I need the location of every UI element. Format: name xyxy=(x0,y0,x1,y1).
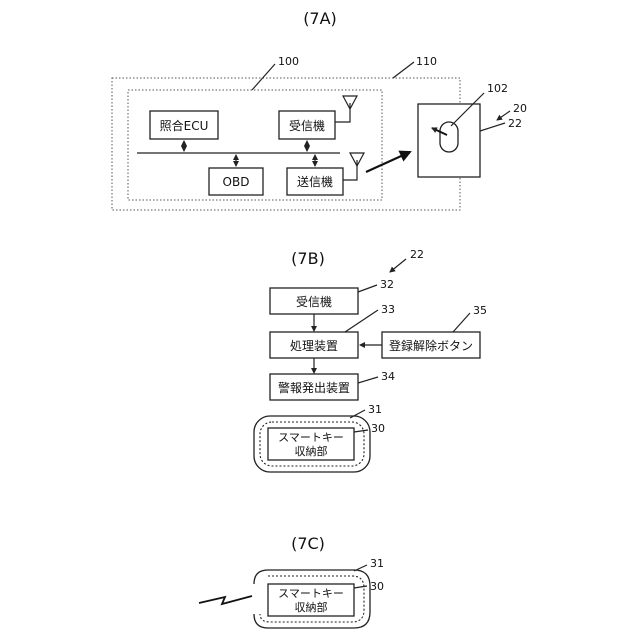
ref-33: 33 xyxy=(381,303,395,316)
signal-lightning-icon xyxy=(199,596,252,604)
ref-22b: 22 xyxy=(410,248,424,261)
ref-34: 34 xyxy=(381,370,395,383)
storage-case-31-open-lip xyxy=(254,570,268,584)
alarm-device-34-label: 警報発出装置 xyxy=(278,380,350,395)
figure-7c-label: (7C) xyxy=(291,534,325,553)
ref-110: 110 xyxy=(416,55,437,68)
obd-label: OBD xyxy=(223,175,250,189)
figure-7a: (7A) 100 110 照合ECU 受信機 OBD 送信機 xyxy=(112,9,527,210)
transmission-arrow xyxy=(366,152,410,172)
ref-31b: 31 xyxy=(368,403,382,416)
figure-7c: (7C) スマートキー 収納部 31 30 xyxy=(199,534,384,628)
ref-20: 20 xyxy=(513,102,527,115)
unregister-button-35-label: 登録解除ボタン xyxy=(389,338,473,353)
leader-31c xyxy=(354,565,367,571)
ref-30c: 30 xyxy=(370,580,384,593)
ref-31c: 31 xyxy=(370,557,384,570)
storage-30-line2: 収納部 xyxy=(295,444,328,458)
smart-key-button-icon xyxy=(440,122,458,152)
leader-34 xyxy=(358,377,378,383)
ref-32: 32 xyxy=(380,278,394,291)
ref-35: 35 xyxy=(473,304,487,317)
transmitter-label: 送信機 xyxy=(297,174,333,189)
receiver-32-label: 受信機 xyxy=(296,294,332,309)
leader-100 xyxy=(252,64,275,90)
receiver-label: 受信機 xyxy=(289,118,325,133)
processor-33-label: 処理装置 xyxy=(290,339,338,353)
leader-22a xyxy=(480,123,505,131)
leader-32 xyxy=(358,285,377,292)
vehicle-outline-110 xyxy=(112,78,460,210)
ref-100: 100 xyxy=(278,55,299,68)
figure-7a-label: (7A) xyxy=(303,9,337,28)
storage-30c-line2: 収納部 xyxy=(295,600,328,614)
storage-30-line1: スマートキー xyxy=(278,431,344,444)
ref-22b-pointer xyxy=(390,259,406,272)
ref-30b: 30 xyxy=(371,422,385,435)
figure-7b: (7B) 22 受信機 32 処理装置 33 登録解除ボタン 35 警報発出装置… xyxy=(254,248,487,472)
leader-110 xyxy=(393,62,414,78)
ref-102: 102 xyxy=(487,82,508,95)
collation-ecu-label: 照合ECU xyxy=(160,118,209,133)
figure-7b-label: (7B) xyxy=(291,249,325,268)
ref-22a: 22 xyxy=(508,117,522,130)
storage-30c-line1: スマートキー xyxy=(278,587,344,600)
leader-30c xyxy=(354,586,367,588)
leader-35 xyxy=(453,313,470,332)
